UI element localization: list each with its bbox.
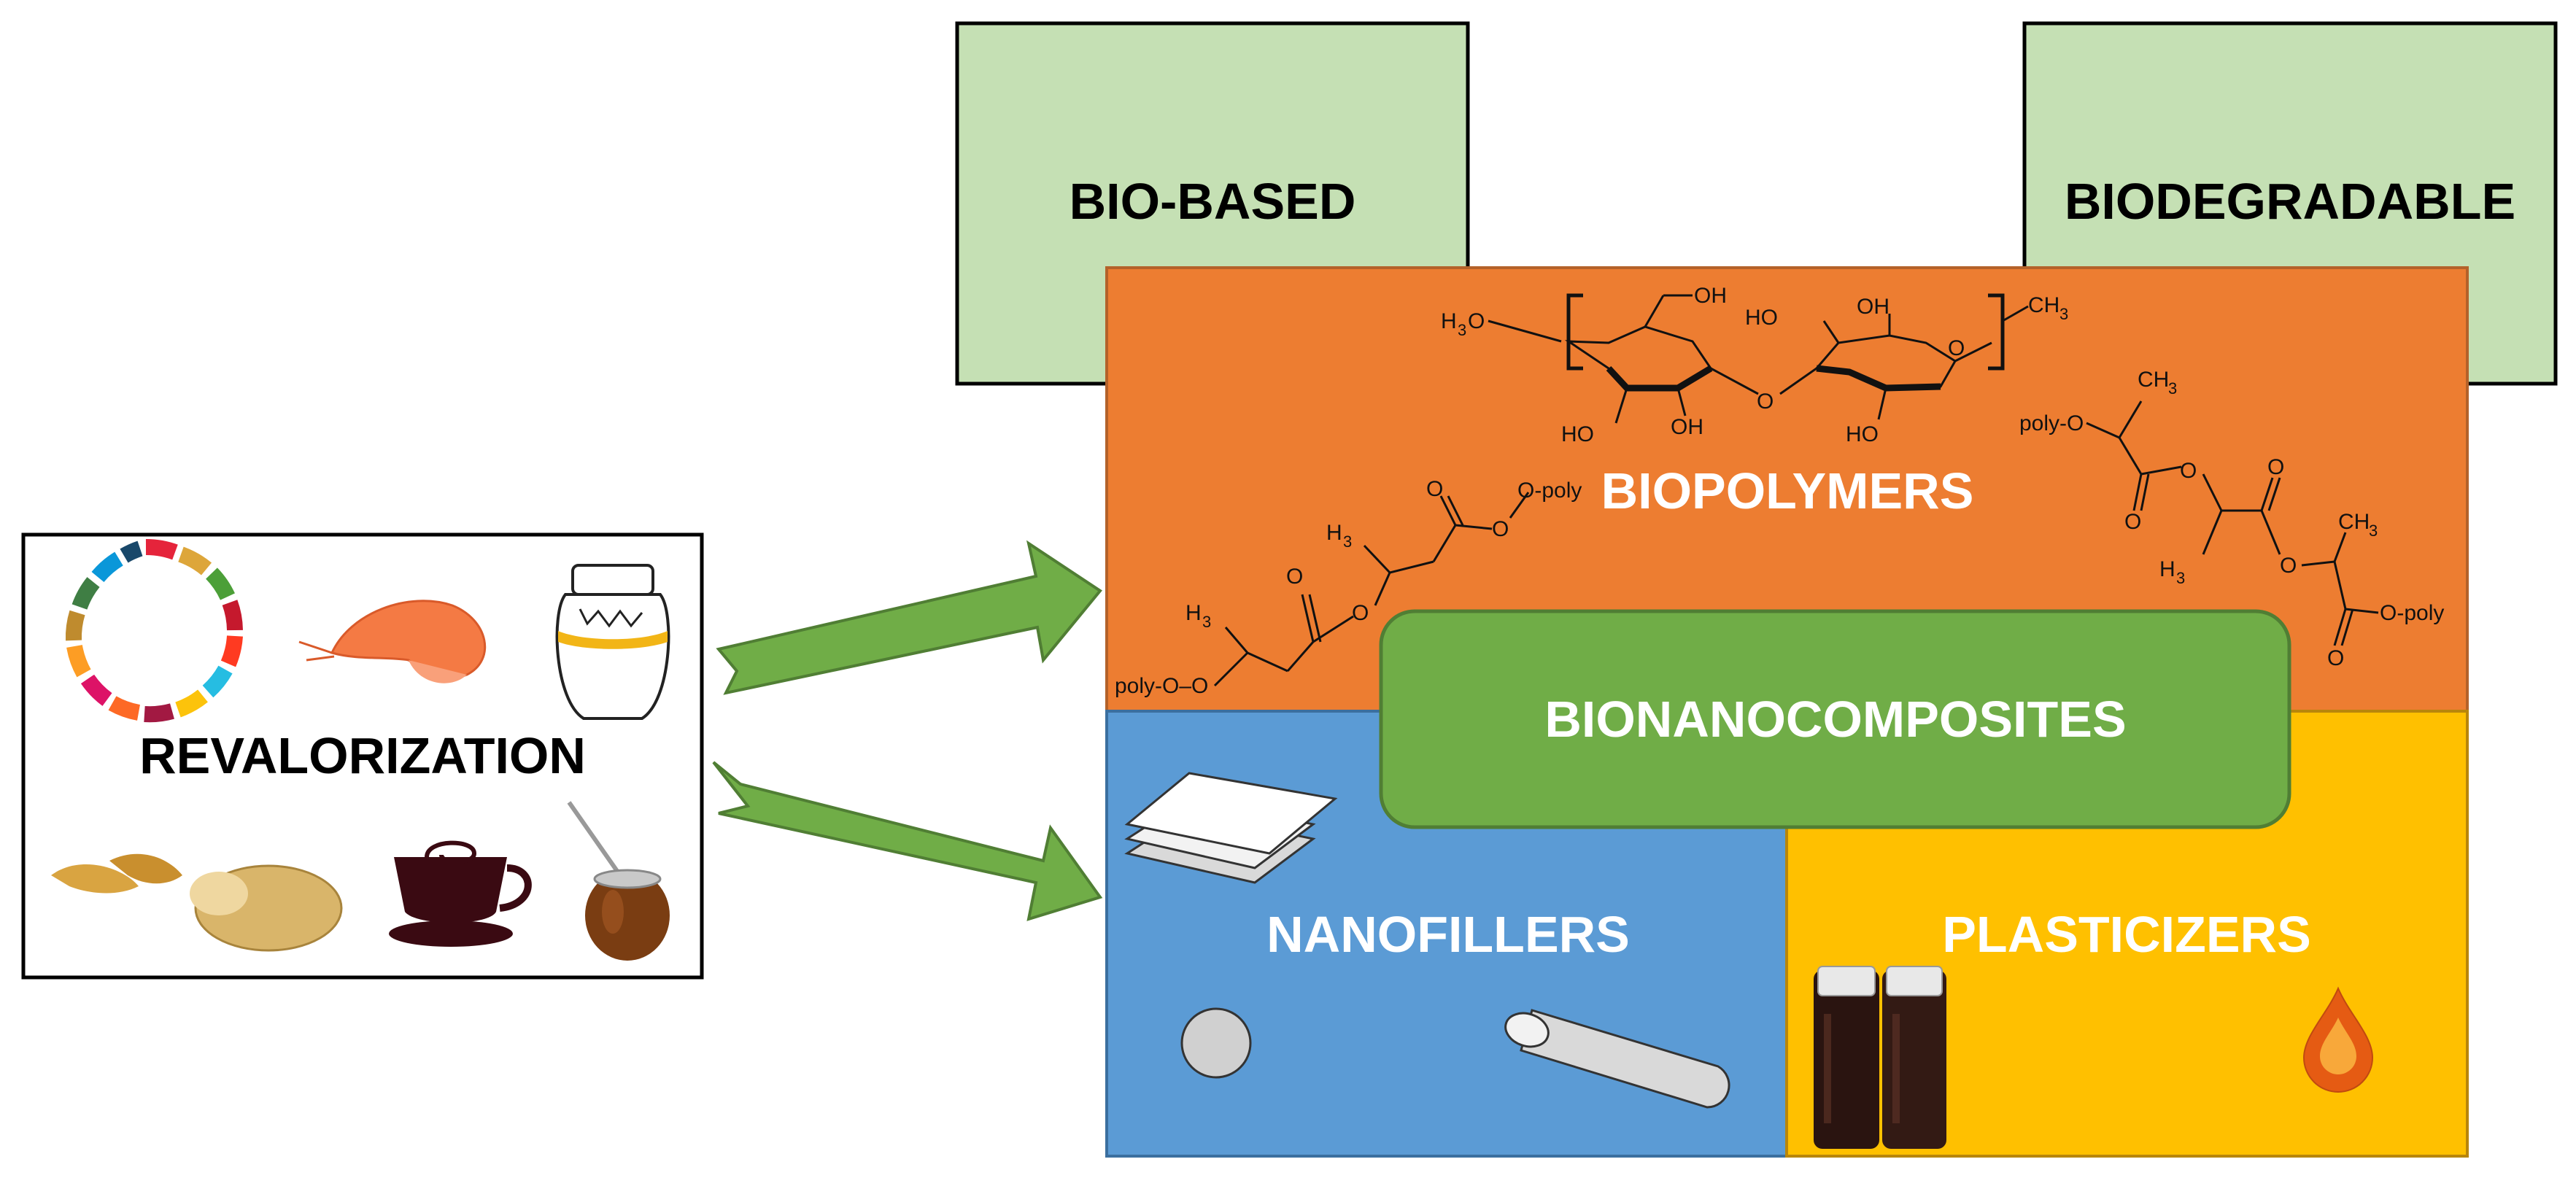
sheets-icon [1124,772,1338,884]
chem-sub-7: 3 [2369,522,2378,540]
chem-o-4: O [1352,601,1369,625]
oil-drop-icon [2302,986,2374,1093]
chem-c-1: O [1468,309,1485,333]
coffee-cup-icon [389,840,532,947]
bio-based-label: BIO-BASED [1070,173,1356,230]
chem-h3c-3: H [1326,521,1342,545]
arrow-to-nanofillers [712,761,1103,921]
chem-h3c-1: H [1441,309,1457,333]
chem-o-8: O [2124,510,2141,534]
chem-poly-o-o: poly-O–O [1115,674,1208,698]
chem-ho-3: HO [1846,422,1879,446]
chem-ch3-2: CH [2138,368,2169,392]
chem-o-7: O [2180,459,2197,483]
bionanocomposites-box: BIONANOCOMPOSITES [1379,609,2291,829]
chem-ch3-3: CH [2338,510,2370,534]
chem-ho-1: HO [1561,422,1594,446]
chem-sub-2: 3 [2059,305,2068,323]
phb-structure [1213,492,1530,687]
chem-poly-o: poly-O [2019,411,2084,435]
chem-h3c-4: H [2159,557,2175,581]
honey-jar-icon [555,564,670,720]
sdg-ring-icon [65,538,243,723]
chem-oh-2: OH [1671,415,1703,439]
chem-ho-2: HO [1745,306,1778,330]
phb-labels: poly-O–O H 3 O O H 3 O O O-poly [1115,477,1582,698]
chem-sub-6: 3 [2176,569,2185,587]
nanofillers-label: NANOFILLERS [1266,906,1630,963]
potato-icon [51,853,343,952]
bionanocomposites-label: BIONANOCOMPOSITES [1544,691,2126,748]
bottles-icon [1814,966,1946,1149]
shrimp-icon [298,600,487,683]
sphere-icon [1180,1007,1252,1079]
chem-o-2: O [1948,336,1965,360]
chem-o-3: O [1286,565,1303,589]
chem-o-poly-2: O-poly [2380,601,2444,625]
chem-o-10: O [2280,554,2297,578]
chem-h3c-2: H [1185,601,1202,625]
chem-o-6: O [1492,517,1509,541]
cellulose-labels: H 3 O OH HO OH O HO OH O HO CH 3 [1441,284,2068,446]
biodegradable-label: BIODEGRADABLE [2065,173,2515,230]
rod-icon [1504,1009,1730,1109]
chem-oh-1: OH [1694,284,1727,308]
chem-o-11: O [2327,646,2344,670]
revalorization-label: REVALORIZATION [139,727,586,784]
mate-gourd-icon [567,801,670,961]
chem-sub-5: 3 [2168,379,2177,398]
chem-sub-4: 3 [1343,532,1352,551]
chem-sub-1: 3 [1458,321,1466,339]
biopolymers-label: BIOPOLYMERS [1601,462,1974,519]
pla-structure [2086,400,2379,646]
chem-o-1: O [1757,390,1774,414]
chem-o-poly-1: O-poly [1517,478,1582,503]
chem-oh-3: OH [1857,295,1890,319]
pla-labels: poly-O CH 3 O O O H 3 O CH 3 O O-poly [2019,368,2444,670]
arrow-to-biopolymers [716,540,1102,695]
revalorization-box: REVALORIZATION [21,532,704,980]
plasticizers-label: PLASTICIZERS [1942,906,2311,963]
chem-sub-3: 3 [1202,613,1211,631]
cellulose-structure [1488,293,2029,424]
chem-o-9: O [2267,455,2284,479]
chem-o-5: O [1426,477,1443,501]
chem-ch3-1: CH [2028,293,2059,317]
